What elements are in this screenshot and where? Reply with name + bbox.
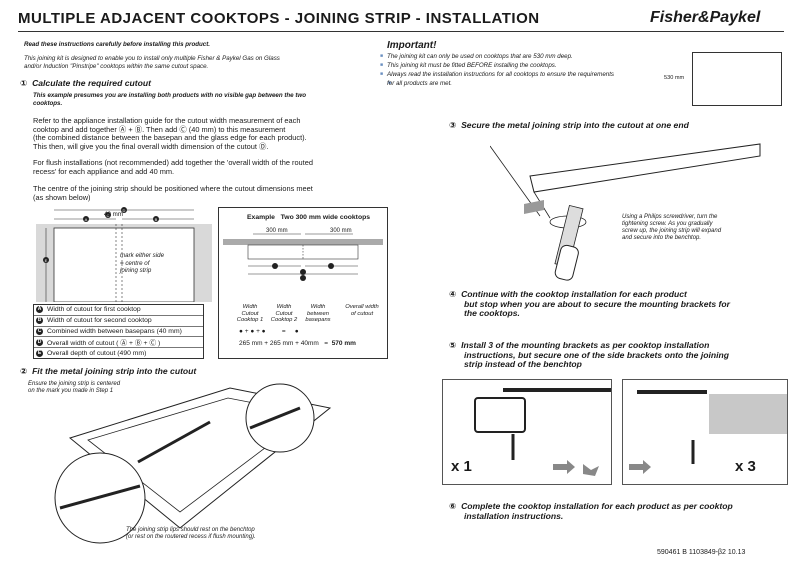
- important-bullet-3b: for all products are met.: [387, 80, 452, 87]
- step1-sub-2: cooktops.: [33, 100, 63, 107]
- dim-c-label: 40 mm: [104, 211, 123, 218]
- step2-caption: The joining strip lips should rest on th…: [126, 527, 256, 540]
- svg-text:D: D: [123, 208, 126, 213]
- step1-sub-1: This example presumes you are installing…: [33, 92, 306, 99]
- cutout-diagram: D A B C E: [36, 207, 212, 302]
- bracket-drawing-1: [474, 388, 611, 476]
- svg-text:C: C: [107, 213, 110, 218]
- important-heading: Important!: [387, 40, 437, 51]
- step2-illustration: [54, 383, 332, 544]
- step1-paragraph-1: Refer to the appliance installation guid…: [33, 116, 307, 151]
- bracket-drawing-3: [629, 390, 787, 474]
- step1-paragraph-3: The centre of the joining strip should b…: [33, 184, 313, 202]
- bracket-diagram-1: x 1: [442, 379, 612, 485]
- step3-number: ③: [449, 120, 457, 130]
- example-badges: ● + ● + ● = ●: [239, 328, 299, 335]
- svg-text:B: B: [155, 217, 158, 222]
- header-rule: [18, 31, 784, 32]
- important-bullet-1: The joining kit can only be used on cook…: [380, 53, 573, 60]
- step1-heading: ① Calculate the required cutout: [20, 78, 151, 88]
- step6-number: ⑥: [449, 501, 457, 511]
- depth-label: 530 mm: [664, 75, 685, 81]
- svg-text:A: A: [85, 217, 88, 222]
- step3-illustration: [490, 143, 761, 281]
- example-diagram: [223, 233, 383, 281]
- intro-line-2: This joining kit is designed to enable y…: [24, 55, 280, 62]
- page-title: MULTIPLE ADJACENT COOKTOPS - JOINING STR…: [18, 10, 540, 27]
- step1-paragraph-2: For flush installations (not recommended…: [33, 158, 313, 176]
- example-formula: 265 mm + 265 mm + 40mm = 570 mm: [239, 340, 356, 347]
- example-box: Example Two 300 mm wide cooktops 300 mm …: [218, 207, 388, 359]
- document-code: 590461 B 1103849-β2 10.13: [657, 549, 746, 556]
- example-dim-1: 300 mm: [266, 228, 288, 234]
- step6-heading: ⑥ Complete the cooktop installation for …: [449, 501, 733, 521]
- step5-number: ⑤: [449, 340, 457, 350]
- step2-heading: ② Fit the metal joining strip into the c…: [20, 366, 197, 376]
- count-x3: x 3: [735, 458, 756, 475]
- step3-heading: ③ Secure the metal joining strip into th…: [449, 120, 689, 130]
- intro-line-1: Read these instructions carefully before…: [24, 41, 211, 48]
- step4-heading: ④ Continue with the cooktop installation…: [449, 289, 730, 318]
- important-bullet-3: Always read the installation instruction…: [380, 71, 614, 78]
- count-x1: x 1: [451, 458, 472, 475]
- brand-logo: Fisher&Paykel: [650, 9, 761, 26]
- example-dim-2: 300 mm: [330, 228, 352, 234]
- depth-diagram: [692, 52, 782, 106]
- step2-number: ②: [20, 366, 28, 376]
- svg-text:E: E: [45, 258, 48, 263]
- important-bullet-2: This joining kit must be fitted BEFORE i…: [380, 62, 557, 69]
- step1-number: ①: [20, 78, 28, 88]
- bracket-diagram-3: x 3: [622, 379, 788, 485]
- intro-line-3: and/or Induction "Pinstripe" cooktops wi…: [24, 63, 209, 70]
- step4-number: ④: [449, 289, 457, 299]
- example-title: Example Two 300 mm wide cooktops: [247, 214, 371, 221]
- step5-heading: ⑤ Install 3 of the mounting brackets as …: [449, 340, 730, 369]
